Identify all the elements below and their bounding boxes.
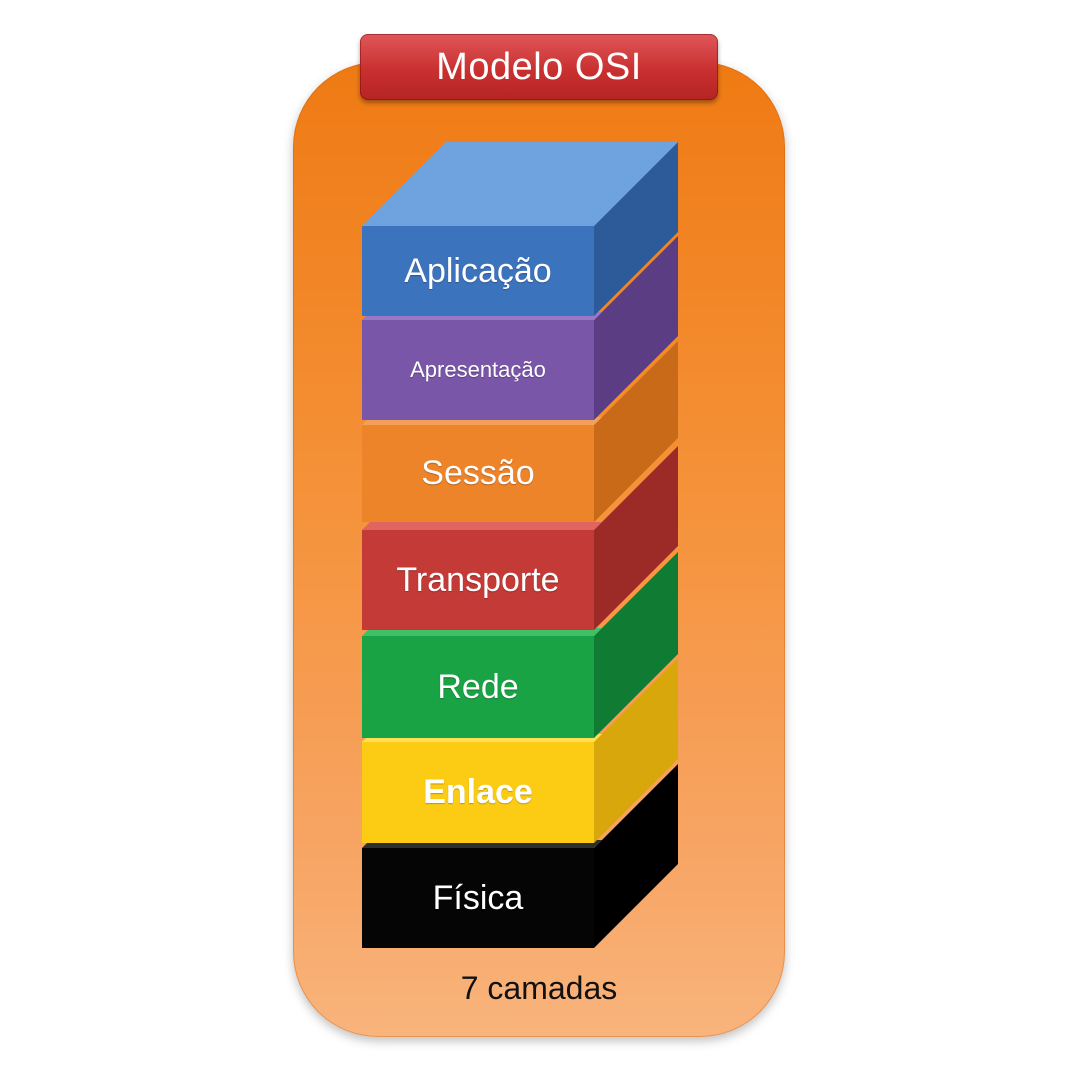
layer-side-face [594, 142, 678, 316]
layer-side-face [594, 446, 678, 630]
layer-front-face [362, 848, 594, 948]
title-box: Modelo OSI [360, 34, 718, 100]
layer-front-face [362, 530, 594, 630]
layer-block [362, 446, 678, 630]
layer-side-face [594, 658, 678, 843]
layer-side-face [594, 341, 678, 522]
layer-front-face [362, 425, 594, 522]
layer-label-enlace: Enlace [423, 773, 533, 811]
layer-side-face [594, 764, 678, 948]
layer-block [362, 341, 678, 522]
layer-block [362, 764, 678, 948]
layer-label-sessao: Sessão [421, 454, 535, 492]
layer-front-face [362, 742, 594, 843]
layer-side-face [594, 236, 678, 420]
layer-count-caption: 7 camadas [460, 970, 618, 1006]
layer-side-face [594, 552, 678, 738]
layer-label-rede: Rede [437, 667, 519, 706]
layer-label-transporte: Transporte [396, 560, 560, 599]
layer-label-apresentacao: Apresentação [410, 357, 546, 382]
layer-label-fisica: Física [432, 878, 524, 917]
layer-label-aplicacao: Aplicação [404, 251, 552, 290]
layer-front-face [362, 226, 594, 316]
diagram-title: Modelo OSI [436, 45, 642, 88]
layer-front-face [362, 320, 594, 420]
layer-block [362, 142, 678, 316]
layer-block [362, 236, 678, 420]
layer-top-edge [362, 522, 602, 530]
layer-block [362, 552, 678, 738]
layer-front-face [362, 636, 594, 738]
layer-top-face [362, 142, 678, 226]
